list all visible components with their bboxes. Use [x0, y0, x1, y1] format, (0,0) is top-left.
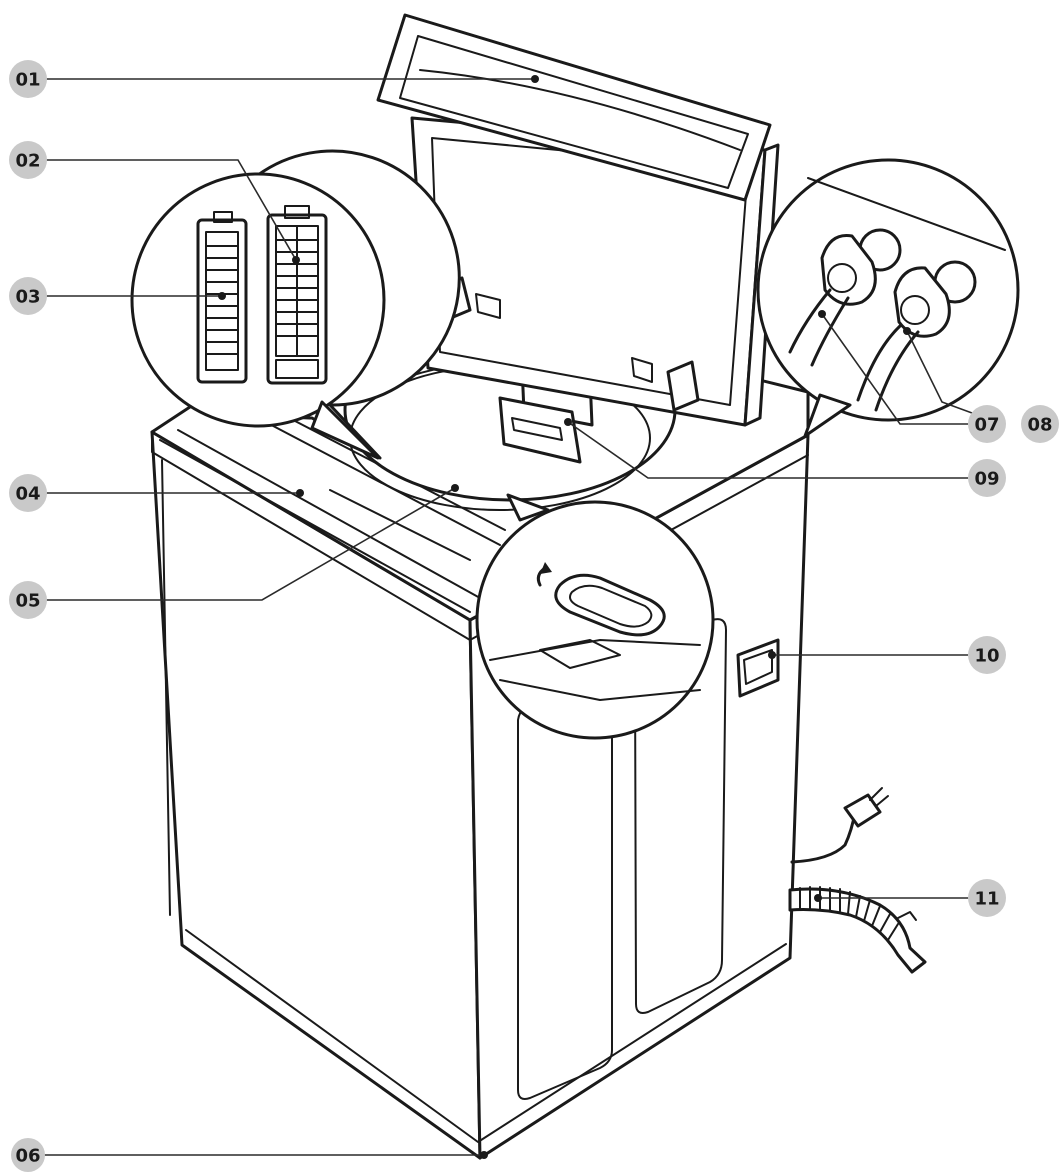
callout-label-10: 10 — [974, 646, 999, 667]
callout-label-01: 01 — [15, 70, 40, 91]
callout-badge-05: 05 — [9, 581, 47, 619]
callout-label-02: 02 — [15, 151, 40, 172]
callout-label-04: 04 — [15, 484, 40, 505]
callout-badge-01: 01 — [9, 60, 47, 98]
callout-badge-08: 08 — [1021, 405, 1059, 443]
callout-label-08: 08 — [1027, 415, 1052, 436]
callout-label-07: 07 — [974, 415, 999, 436]
callout-badge-09: 09 — [968, 459, 1006, 497]
callout-label-09: 09 — [974, 469, 999, 490]
lint-filter-inset — [130, 149, 461, 460]
power-cord-and-drain-hose — [788, 787, 927, 974]
callout-badge-11: 11 — [968, 879, 1006, 917]
callout-label-03: 03 — [15, 287, 40, 308]
callout-badge-04: 04 — [9, 474, 47, 512]
callout-badge-03: 03 — [9, 277, 47, 315]
callout-badge-06: 06 — [11, 1138, 45, 1172]
water-inlet-inset — [756, 158, 1020, 438]
callout-label-11: 11 — [974, 889, 999, 910]
softener-cup-inset — [475, 493, 715, 740]
callout-label-06: 06 — [15, 1146, 40, 1167]
callout-badge-10: 10 — [968, 636, 1006, 674]
washer-lid — [376, 13, 780, 427]
callout-badge-02: 02 — [9, 141, 47, 179]
callout-label-05: 05 — [15, 591, 40, 612]
side-handle — [736, 638, 780, 698]
callout-badge-07: 07 — [968, 405, 1006, 443]
leader-lines — [42, 75, 1003, 1159]
